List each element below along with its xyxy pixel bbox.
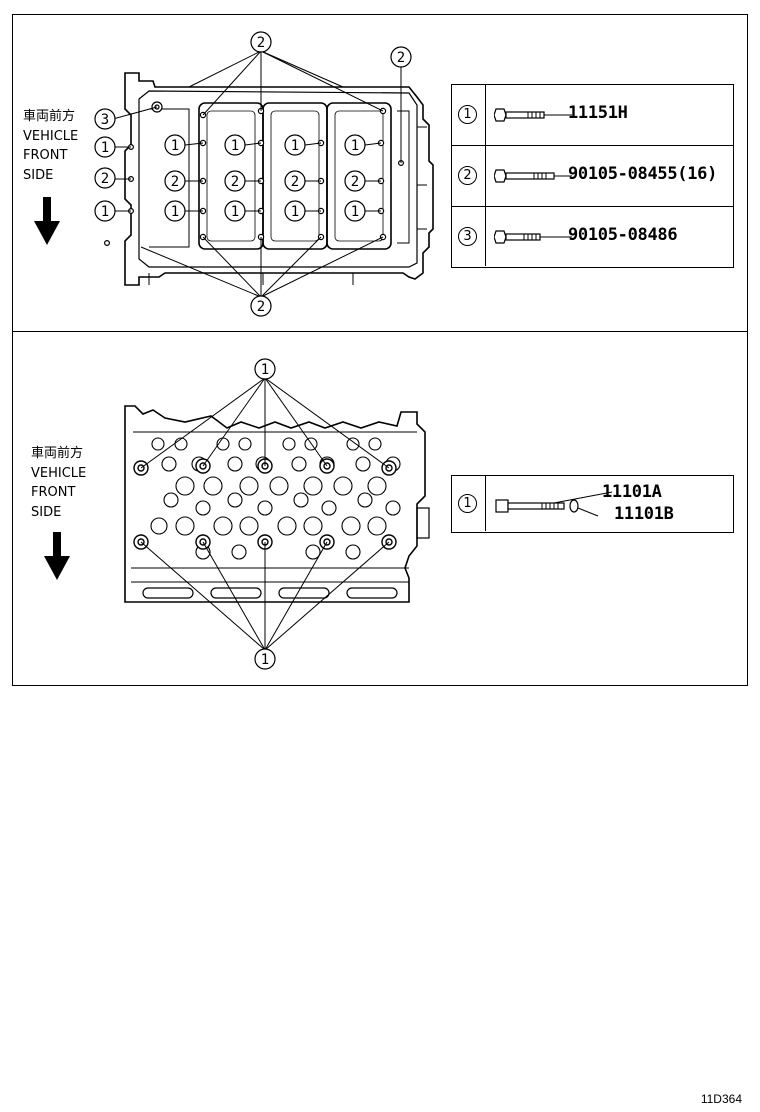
callout-2-right: 2	[397, 50, 405, 66]
direction-label-jp: 車両前方	[23, 109, 76, 124]
callout-1: 1	[351, 138, 359, 154]
legend-row-3: 3 90105-08486	[452, 207, 733, 266]
cylinder-head-cover-drawing: 2 2 2 3 1 2 1 1 2 1 1 2 1 1 2 1 1 2 1	[34, 31, 434, 317]
callout-2-bottom: 2	[257, 299, 265, 315]
callout-2: 2	[351, 174, 359, 190]
cylinder-head-drawing: 1 1	[44, 358, 430, 670]
direction-label-side: SIDE	[31, 504, 62, 520]
vehicle-front-side-label: 車両前方 VEHICLE FRONT SIDE	[31, 444, 86, 522]
legend-row-1: 1 11101A 11101B	[452, 476, 733, 531]
legend-num-cell: 3	[452, 207, 486, 266]
part-number-1: 11151H	[568, 103, 628, 123]
direction-label-front: FRONT	[31, 485, 76, 500]
bolt-layout-panel-top: 車両前方 VEHICLE FRONT SIDE	[12, 14, 748, 332]
callout-circles	[254, 358, 276, 670]
callout-1: 1	[231, 138, 239, 154]
callout-2: 2	[291, 174, 299, 190]
front-direction-arrow-icon	[44, 532, 70, 580]
direction-label-vehicle: VEHICLE	[31, 465, 87, 481]
head-outline	[124, 405, 430, 603]
vehicle-front-side-label: 車両前方 VEHICLE FRONT SIDE	[23, 107, 78, 185]
bolt-short-icon	[494, 108, 572, 122]
callout-1: 1	[231, 204, 239, 220]
head-ports	[150, 437, 401, 560]
callout-1-top: 1	[261, 362, 269, 378]
legend-num-cell: 2	[452, 146, 486, 206]
part-number-3: 90105-08486	[568, 225, 678, 245]
legend-row-2: 2 90105-08455(16)	[452, 146, 733, 207]
callout-2: 2	[171, 174, 179, 190]
bolt-layout-panel-bottom: 車両前方 VEHICLE FRONT SIDE	[12, 331, 748, 686]
callout-2-top: 2	[257, 35, 265, 51]
callout-1-bottom: 1	[261, 652, 269, 668]
callout-circles	[94, 31, 412, 317]
part-number-a: 11101A	[602, 482, 662, 502]
bolt-medium-icon	[494, 230, 572, 244]
legend-num: 3	[458, 227, 477, 246]
legend-num-cell: 1	[452, 476, 486, 531]
parts-legend-bottom: 1 11101A 11101B	[451, 475, 734, 533]
callout-2-left: 2	[101, 171, 109, 187]
direction-label-jp: 車両前方	[31, 446, 84, 461]
leader-lines	[112, 50, 402, 298]
callout-1-left-b: 1	[101, 204, 109, 220]
legend-num-cell: 1	[452, 85, 486, 145]
callout-2: 2	[231, 174, 239, 190]
callout-3-left: 3	[101, 112, 109, 128]
part-number-b: 11101B	[614, 504, 674, 524]
part-number-2: 90105-08455(16)	[568, 164, 718, 184]
bolt-long-icon	[494, 169, 572, 183]
callout-numbers: 1 1	[261, 362, 269, 668]
callout-1: 1	[171, 138, 179, 154]
front-direction-arrow-icon	[34, 197, 60, 245]
callout-1-left-a: 1	[101, 140, 109, 156]
legend-num: 2	[458, 166, 477, 185]
direction-label-front: FRONT	[23, 148, 68, 163]
callout-1: 1	[291, 138, 299, 154]
legend-row-1: 1 11151H	[452, 85, 733, 146]
direction-label-side: SIDE	[23, 167, 54, 183]
callout-1: 1	[291, 204, 299, 220]
callout-1: 1	[171, 204, 179, 220]
legend-num: 1	[458, 494, 477, 513]
callout-numbers: 2 2 2 3 1 2 1 1 2 1 1 2 1 1 2 1 1 2 1	[101, 35, 405, 315]
callout-1: 1	[351, 204, 359, 220]
direction-label-vehicle: VEHICLE	[23, 128, 79, 144]
parts-legend-top: 1 11151H 2 90105-08455(16)	[451, 84, 734, 268]
diagram-code: 11D364	[700, 1092, 742, 1106]
leader-lines	[140, 377, 390, 651]
legend-num: 1	[458, 105, 477, 124]
head-bolt-with-washer-icon	[495, 491, 613, 517]
